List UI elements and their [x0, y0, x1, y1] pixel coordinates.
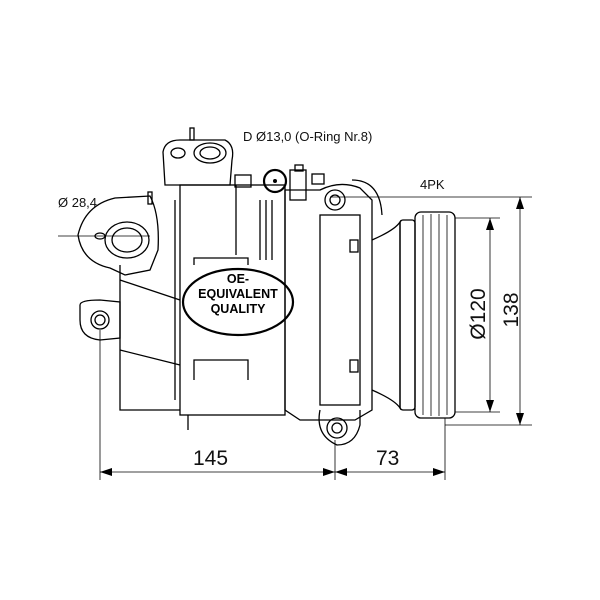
dimension-145: 145	[193, 447, 229, 470]
badge-line-3: QUALITY	[210, 302, 266, 316]
suction-port	[77, 191, 159, 276]
dimension-73: 73	[376, 447, 400, 470]
suction-connection-label: Ø 28,4	[58, 195, 98, 210]
discharge-port	[162, 127, 234, 186]
badge-line-1: OE-	[226, 272, 250, 286]
left-mount-ear	[79, 265, 181, 411]
quality-badge: OE- EQUIVALENT QUALITY	[188, 272, 288, 317]
dimension-138: 138	[500, 292, 523, 328]
main-housing	[174, 174, 286, 430]
pulley	[371, 211, 456, 419]
dimension-pulley-diameter: Ø120	[467, 288, 490, 340]
discharge-connection-label: D Ø13,0 (O-Ring Nr.8)	[243, 129, 373, 144]
clutch-housing	[284, 179, 383, 446]
quality-badge-outline	[181, 267, 295, 337]
belt-type-label: 4PK	[420, 177, 445, 192]
badge-line-2: EQUIVALENT	[198, 287, 278, 301]
control-valve	[262, 164, 325, 201]
dimension-lines	[58, 196, 532, 480]
